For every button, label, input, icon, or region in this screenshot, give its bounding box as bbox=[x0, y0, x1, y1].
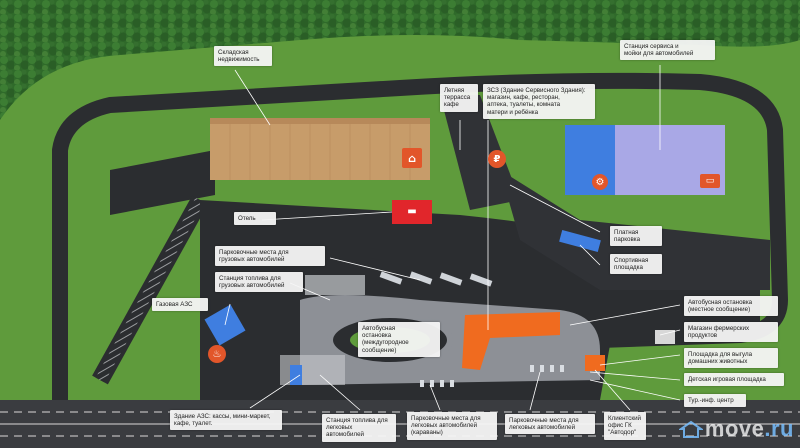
movers-logo: move.ru bbox=[677, 416, 794, 442]
warehouse-building bbox=[210, 118, 430, 180]
label-service-station: Станция сервиса и мойки для автомобилей bbox=[620, 40, 715, 61]
car-service-icon: ⚙ bbox=[592, 174, 608, 190]
label-fuel-building: Здание АЗС: кассы, мини-маркет, кафе, ту… bbox=[170, 410, 282, 431]
ruble-icon: ₽ bbox=[488, 150, 506, 168]
car-fuel-canopy bbox=[280, 355, 345, 385]
label-sport-ground: Спортивная площадка bbox=[610, 254, 662, 275]
label-truck-parking: Парковочные места для грузовых автомобил… bbox=[215, 246, 325, 267]
label-office: Клиентский офис ГК "Автодор" bbox=[604, 412, 646, 440]
label-pet-area: Площадка для выгула домашних животных bbox=[684, 348, 778, 369]
farm-shop-building bbox=[655, 330, 675, 344]
truck-fuel-canopy bbox=[305, 275, 365, 295]
fuel-building-blue bbox=[290, 365, 302, 385]
left-parking-strip bbox=[110, 150, 215, 215]
label-farm-shop: Магазин фермерских продуктов bbox=[684, 322, 778, 343]
label-bus-stop-local: Автобусная остановка (местное сообщение) bbox=[684, 296, 778, 317]
service-building bbox=[462, 312, 560, 370]
truck-row bbox=[379, 271, 493, 287]
label-playground: Детская игровая площадка bbox=[684, 373, 784, 387]
car-rows bbox=[420, 365, 564, 387]
label-warehouse: Складская недвижимость bbox=[214, 46, 272, 67]
label-car-fuel: Станция топлива для легковых автомобилей bbox=[322, 414, 396, 442]
label-tour-center: Тур.-инф. центр bbox=[684, 394, 746, 408]
hotel-building bbox=[392, 200, 432, 224]
label-truck-fuel: Станция топлива для грузовых автомобилей bbox=[215, 272, 303, 293]
label-summer-terrace: Летняя террасса кафе bbox=[440, 84, 478, 112]
sport-ground-field bbox=[559, 230, 601, 252]
label-car-parking-caravan: Парковочные места для легковых автомобил… bbox=[407, 412, 497, 440]
flame-icon: ♨ bbox=[208, 345, 226, 363]
office-building bbox=[585, 355, 605, 371]
house-icon bbox=[677, 418, 705, 438]
label-hotel: Отель bbox=[234, 212, 276, 226]
outer-road bbox=[52, 72, 788, 400]
label-car-parking: Парковочные места для легковых автомобил… bbox=[505, 414, 595, 435]
left-diagonal-stripes bbox=[95, 197, 205, 383]
label-gas-station: Газовая АЗС bbox=[152, 298, 208, 312]
bed-icon: ▬ bbox=[407, 205, 417, 217]
label-service-building: ЗСЗ (Здание Сервисного Здания): магазин,… bbox=[483, 84, 595, 119]
car-service-icon-2: ▭ bbox=[700, 174, 720, 188]
logo-text: move bbox=[704, 416, 765, 441]
label-bus-stop-intercity: Автобусная остановка (междугородное сооб… bbox=[358, 322, 440, 357]
label-paid-parking: Платная парковка bbox=[610, 226, 662, 247]
logo-suffix: .ru bbox=[764, 416, 794, 441]
warehouse-icon: ⌂ bbox=[402, 148, 422, 168]
